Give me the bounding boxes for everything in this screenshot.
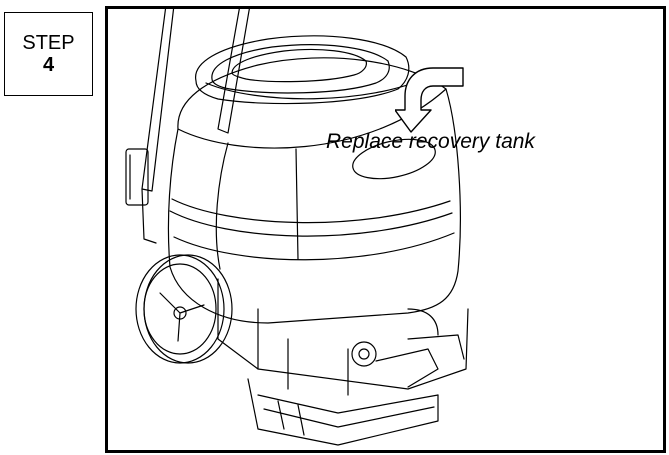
step-label: STEP: [22, 32, 75, 54]
step-badge: STEP 4: [4, 12, 93, 96]
handle: [125, 9, 250, 244]
instruction-caption: Replace recovery tank: [326, 130, 535, 153]
curved-arrow-icon: [395, 67, 464, 133]
step-number: 4: [42, 54, 55, 76]
wheel: [135, 254, 233, 364]
base-assembly: [217, 278, 469, 446]
logo-oval: [352, 138, 436, 180]
machine-illustration: [125, 9, 469, 446]
tank-body: [167, 57, 461, 324]
tank-lid: [195, 35, 410, 105]
illustration-frame: [105, 6, 666, 453]
